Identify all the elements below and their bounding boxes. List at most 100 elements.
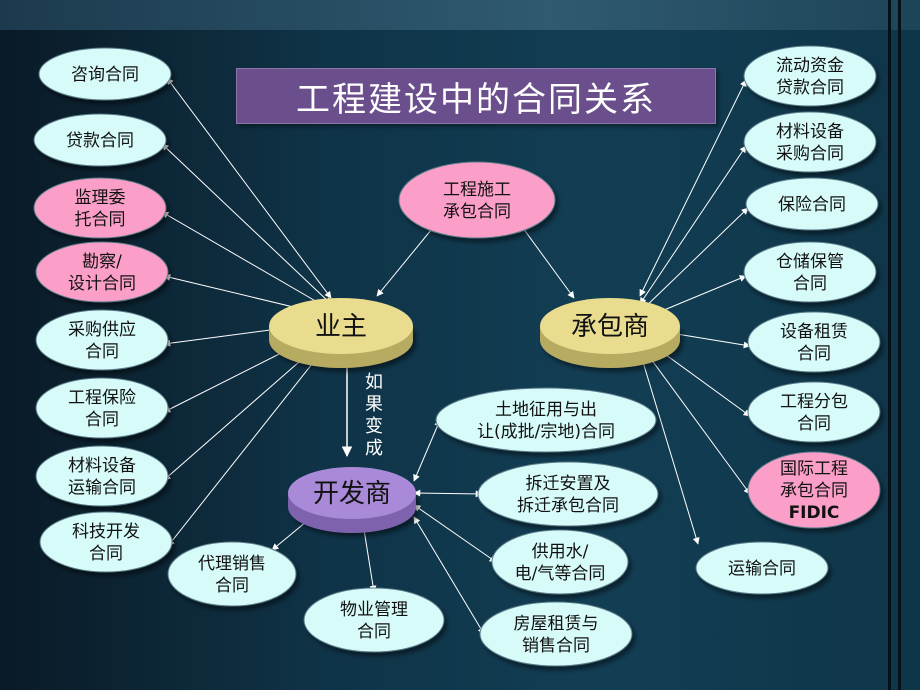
owner-hub-top (269, 298, 413, 354)
developer-contract-0-label: 土地征用与出 (495, 400, 597, 420)
developer-contract-4-label: 合同 (357, 622, 391, 642)
developer-contract-4-label: 物业管理 (340, 600, 408, 620)
owner-contract-2-shape (33, 177, 167, 239)
owner-contract-1-shape (33, 113, 167, 167)
developer-contract-1-label: 拆迁安置及 (526, 474, 611, 494)
contractor-contract-1-label: 材料设备 (776, 122, 844, 142)
decor-stripe (888, 0, 891, 690)
owner-contract-0-label: 咨询合同 (71, 65, 139, 85)
owner-contract-4-shape (35, 309, 169, 371)
developer-link-2 (413, 504, 497, 563)
contractor-contract-6-label: 承包合同 (780, 481, 848, 501)
developer-hub-label: 开发商 (313, 479, 391, 509)
developer-contract-5-label: 代理销售 (198, 554, 266, 574)
owner-hub-label: 业主 (315, 312, 367, 342)
contractor-contract-6-label: FIDIC (789, 503, 840, 523)
developer-contract-0-label: 让(成批/宗地)合同 (477, 422, 615, 442)
owner-contract-6-label: 材料设备 (68, 456, 136, 476)
contractor-hub-label: 承包商 (571, 312, 649, 342)
contractor-contract-5-label: 工程分包 (780, 392, 848, 412)
developer-contract-2-shape (491, 529, 629, 595)
top-band (0, 0, 920, 30)
contractor-contract-1-shape (743, 111, 877, 173)
title-box: 工程建设中的合同关系 (236, 68, 716, 124)
developer-contract-3-label: 销售合同 (522, 636, 590, 656)
contractor-contract-3-label: 合同 (793, 274, 827, 294)
contractor-contract-2: 保险合同 (745, 177, 879, 231)
contractor-contract-4-label: 设备租赁 (780, 322, 848, 342)
center-contract-label: 工程施工 (443, 180, 511, 200)
developer-hub-top (288, 467, 416, 519)
developer-link-1 (413, 489, 483, 498)
contractor-contract-5-shape (747, 381, 881, 443)
developer-contract-5-shape (167, 541, 297, 607)
developer-link-0 (413, 419, 441, 482)
contractor-contract-4-shape (747, 311, 881, 373)
developer-contract-1-shape (477, 461, 659, 527)
contractor-contract-1-label: 采购合同 (776, 144, 844, 164)
owner-contract-2-label: 托合同 (75, 210, 126, 230)
center-contract-label: 承包合同 (443, 202, 511, 222)
owner-contract-1-label: 贷款合同 (66, 131, 134, 151)
owner-contract-6-shape (35, 445, 169, 507)
contractor-link-7 (638, 351, 700, 545)
contractor-hub: 承包商 (540, 298, 680, 368)
owner-contract-7-label: 科技开发 (72, 522, 140, 542)
contractor-contract-4-label: 合同 (797, 344, 831, 364)
developer-contract-2-label: 电/气等合同 (515, 564, 606, 584)
contractor-contract-5-label: 合同 (797, 414, 831, 434)
owner-contract-2-label: 监理委 (75, 188, 126, 208)
owner-contract-1: 贷款合同 (33, 113, 167, 167)
owner-contract-3-label: 勘察/ (82, 252, 122, 272)
developer-contract-1-label: 拆迁承包合同 (517, 496, 619, 516)
developer-contract-3-label: 房屋租赁与 (514, 614, 599, 634)
node-layer: 咨询合同贷款合同监理委托合同勘察/设计合同采购供应合同工程保险合同材料设备运输合… (33, 45, 881, 667)
contractor-contract-7: 运输合同 (695, 541, 829, 595)
owner-link-1 (161, 143, 332, 305)
developer-link-3 (413, 516, 485, 635)
contractor-contract-3-shape (743, 241, 877, 303)
owner-contract-0: 咨询合同 (38, 47, 172, 101)
owner-contract-4-label: 采购供应 (68, 320, 136, 340)
contractor-contract-0-label: 流动资金 (776, 56, 844, 76)
contractor-contract-2-label: 保险合同 (778, 195, 846, 215)
contractor-contract-6-label: 国际工程 (780, 459, 848, 479)
contractor-contract-7-label: 运输合同 (728, 559, 796, 579)
contractor-contract-7-shape (695, 541, 829, 595)
contractor-contract-0-shape (743, 45, 877, 107)
decor-stripe (898, 0, 901, 690)
developer-contract-0-shape (435, 387, 657, 453)
owner-contract-0-shape (38, 47, 172, 101)
developer-contract-3-shape (479, 601, 633, 667)
owner-contract-7-label: 合同 (89, 544, 123, 564)
owner-contract-5-label: 合同 (85, 410, 119, 430)
developer-contract-2: 供用水/电/气等合同 (491, 529, 629, 595)
owner-contract-3: 勘察/设计合同 (35, 241, 169, 303)
developer-hub: 开发商 (288, 467, 416, 533)
contractor-link-6 (639, 343, 751, 495)
owner-contract-7-shape (39, 511, 173, 573)
contractor-contract-6-shape (747, 451, 881, 529)
owner-contract-5-label: 工程保险 (68, 388, 136, 408)
owner-contract-5-shape (35, 377, 169, 439)
developer-contract-2-label: 供用水/ (532, 542, 589, 562)
owner-link-7 (167, 339, 332, 547)
contractor-contract-3-label: 仓储保管 (776, 252, 844, 272)
owner-hub: 业主 (269, 298, 413, 368)
owner-contract-4-label: 合同 (85, 342, 119, 362)
center-owner-link (376, 223, 437, 297)
